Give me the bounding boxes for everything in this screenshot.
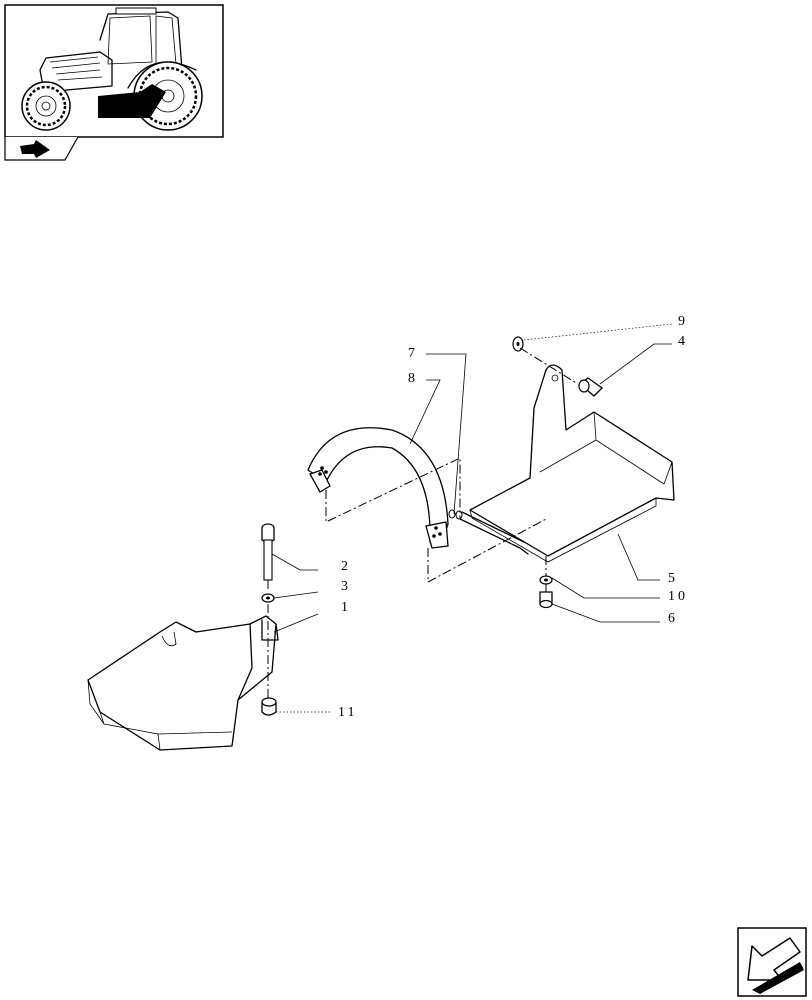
callout-1[interactable]: 1: [341, 600, 351, 615]
book-arrow-icon[interactable]: [4, 136, 79, 161]
part-3-washer: [261, 593, 275, 603]
callout-5[interactable]: 5: [668, 571, 678, 586]
tractor-icon: [21, 7, 203, 131]
leader-lines: [271, 323, 673, 713]
callout-7[interactable]: 7: [408, 346, 418, 361]
part-4-nut: [578, 377, 603, 397]
part-8-strap: [307, 427, 449, 549]
part-9-washer: [512, 336, 524, 352]
callout-10[interactable]: 10: [668, 589, 688, 604]
callout-9[interactable]: 9: [678, 314, 688, 329]
callouts: 9 4 7 8 2 3 1 5 10 6 11: [338, 314, 688, 720]
callout-4[interactable]: 4: [678, 334, 688, 349]
callout-8[interactable]: 8: [408, 371, 418, 386]
part-6-screw: [539, 591, 553, 609]
callout-2[interactable]: 2: [341, 559, 351, 574]
callout-11[interactable]: 11: [338, 705, 357, 720]
callout-3[interactable]: 3: [341, 579, 351, 594]
part-7-washer: [448, 509, 456, 519]
part-2-bolt: [261, 523, 275, 581]
part-11-nut: [261, 697, 277, 716]
part-1-shroud: [87, 615, 279, 751]
previous-page-arrow-icon[interactable]: [737, 927, 807, 997]
tractor-thumbnail[interactable]: [4, 4, 224, 138]
part-10-washer: [539, 575, 553, 585]
callout-6[interactable]: 6: [668, 611, 678, 626]
assembly-lines: [267, 347, 579, 700]
part-5-tray: [455, 364, 675, 563]
